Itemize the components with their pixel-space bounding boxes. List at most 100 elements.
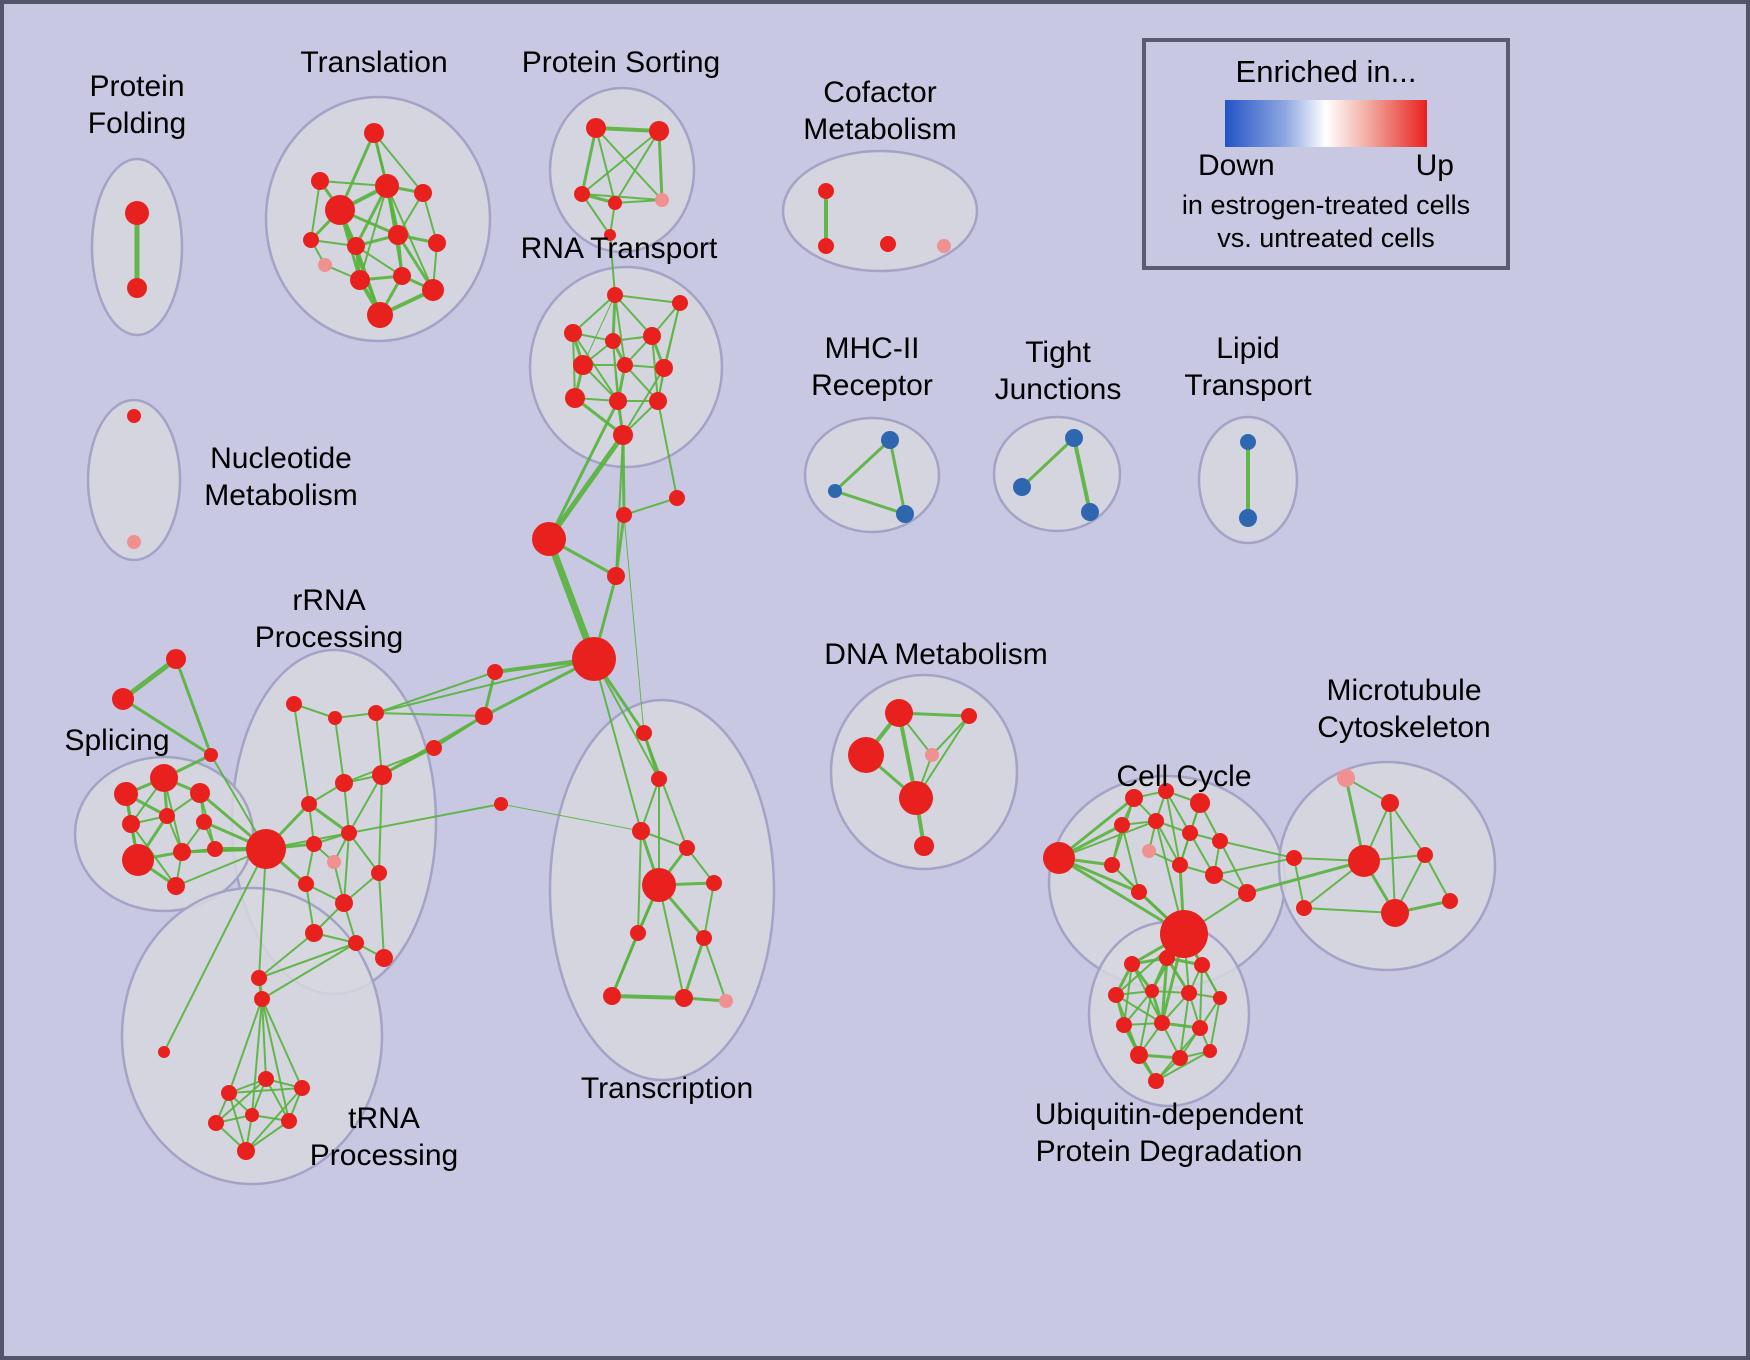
network-node-148[interactable] bbox=[1203, 1044, 1217, 1058]
network-node-127[interactable] bbox=[1238, 884, 1256, 902]
network-node-117[interactable] bbox=[1114, 817, 1130, 833]
network-node-147[interactable] bbox=[1172, 1050, 1188, 1066]
network-node-130[interactable] bbox=[1286, 850, 1302, 866]
network-node-35[interactable] bbox=[609, 392, 627, 410]
network-node-7[interactable] bbox=[303, 232, 319, 248]
network-node-43[interactable] bbox=[1065, 429, 1083, 447]
network-node-125[interactable] bbox=[1131, 884, 1147, 900]
network-node-73[interactable] bbox=[246, 829, 286, 869]
network-node-114[interactable] bbox=[1125, 789, 1143, 807]
network-node-62[interactable] bbox=[190, 783, 210, 803]
network-node-55[interactable] bbox=[426, 740, 442, 756]
network-node-145[interactable] bbox=[1192, 1020, 1208, 1036]
network-node-137[interactable] bbox=[1159, 950, 1175, 966]
network-node-10[interactable] bbox=[428, 234, 446, 252]
network-node-90[interactable] bbox=[294, 1080, 310, 1096]
network-node-129[interactable] bbox=[1381, 794, 1399, 812]
network-node-5[interactable] bbox=[375, 174, 399, 198]
network-node-68[interactable] bbox=[207, 841, 223, 857]
network-node-100[interactable] bbox=[642, 868, 676, 902]
network-node-118[interactable] bbox=[1148, 813, 1164, 829]
network-node-77[interactable] bbox=[306, 836, 322, 852]
network-node-31[interactable] bbox=[573, 355, 593, 375]
network-node-128[interactable] bbox=[1337, 769, 1355, 787]
network-node-91[interactable] bbox=[208, 1115, 224, 1131]
network-node-13[interactable] bbox=[393, 267, 411, 285]
network-node-33[interactable] bbox=[655, 359, 673, 377]
network-node-58[interactable] bbox=[112, 688, 134, 710]
network-node-53[interactable] bbox=[487, 664, 503, 680]
network-node-20[interactable] bbox=[655, 193, 669, 207]
network-node-18[interactable] bbox=[574, 186, 590, 202]
network-node-23[interactable] bbox=[818, 238, 834, 254]
network-node-103[interactable] bbox=[696, 930, 712, 946]
network-node-70[interactable] bbox=[286, 696, 302, 712]
network-node-71[interactable] bbox=[328, 711, 342, 725]
network-node-40[interactable] bbox=[881, 431, 899, 449]
network-node-0[interactable] bbox=[125, 201, 149, 225]
network-node-88[interactable] bbox=[221, 1085, 237, 1101]
network-node-108[interactable] bbox=[961, 708, 977, 724]
network-node-126[interactable] bbox=[1160, 910, 1208, 958]
network-node-29[interactable] bbox=[605, 333, 621, 349]
network-node-101[interactable] bbox=[706, 875, 722, 891]
network-node-78[interactable] bbox=[341, 825, 357, 841]
network-node-79[interactable] bbox=[327, 855, 341, 869]
network-node-106[interactable] bbox=[719, 994, 733, 1008]
network-node-133[interactable] bbox=[1296, 900, 1312, 916]
network-node-66[interactable] bbox=[122, 844, 154, 876]
network-node-144[interactable] bbox=[1154, 1015, 1170, 1031]
network-node-93[interactable] bbox=[281, 1113, 297, 1129]
network-node-59[interactable] bbox=[204, 748, 218, 762]
network-node-60[interactable] bbox=[114, 782, 138, 806]
network-node-75[interactable] bbox=[335, 774, 353, 792]
network-node-38[interactable] bbox=[127, 409, 141, 423]
network-node-14[interactable] bbox=[367, 302, 393, 328]
network-node-4[interactable] bbox=[325, 195, 355, 225]
network-node-99[interactable] bbox=[679, 840, 695, 856]
network-node-65[interactable] bbox=[196, 814, 212, 830]
network-node-112[interactable] bbox=[914, 836, 934, 856]
network-node-26[interactable] bbox=[607, 287, 623, 303]
network-node-134[interactable] bbox=[1381, 899, 1409, 927]
network-node-1[interactable] bbox=[127, 278, 147, 298]
network-node-30[interactable] bbox=[643, 327, 661, 345]
network-node-85[interactable] bbox=[375, 949, 393, 967]
network-node-92[interactable] bbox=[245, 1108, 259, 1122]
network-node-81[interactable] bbox=[335, 894, 353, 912]
network-node-107[interactable] bbox=[885, 699, 913, 727]
network-node-136[interactable] bbox=[1124, 956, 1140, 972]
network-node-15[interactable] bbox=[422, 279, 444, 301]
network-node-48[interactable] bbox=[532, 522, 566, 556]
network-node-138[interactable] bbox=[1194, 957, 1210, 973]
network-node-142[interactable] bbox=[1213, 991, 1227, 1005]
network-node-16[interactable] bbox=[586, 118, 606, 138]
network-node-113[interactable] bbox=[1043, 842, 1075, 874]
network-node-12[interactable] bbox=[350, 270, 370, 290]
network-node-89[interactable] bbox=[258, 1071, 274, 1087]
network-node-122[interactable] bbox=[1104, 857, 1120, 873]
network-node-84[interactable] bbox=[348, 935, 364, 951]
network-node-24[interactable] bbox=[880, 236, 896, 252]
network-node-42[interactable] bbox=[896, 505, 914, 523]
network-node-57[interactable] bbox=[166, 649, 186, 669]
network-node-111[interactable] bbox=[899, 781, 933, 815]
network-node-46[interactable] bbox=[1240, 434, 1256, 450]
network-node-39[interactable] bbox=[127, 535, 141, 549]
network-node-86[interactable] bbox=[251, 970, 267, 986]
network-node-80[interactable] bbox=[298, 876, 314, 892]
network-node-131[interactable] bbox=[1348, 845, 1380, 877]
network-node-135[interactable] bbox=[1442, 893, 1458, 909]
network-node-94[interactable] bbox=[237, 1142, 255, 1160]
network-node-2[interactable] bbox=[364, 123, 384, 143]
network-node-104[interactable] bbox=[603, 987, 621, 1005]
network-node-61[interactable] bbox=[150, 764, 178, 792]
network-node-28[interactable] bbox=[564, 324, 582, 342]
network-node-54[interactable] bbox=[475, 707, 493, 725]
network-node-27[interactable] bbox=[672, 295, 688, 311]
network-node-105[interactable] bbox=[675, 989, 693, 1007]
network-node-102[interactable] bbox=[630, 925, 646, 941]
network-node-110[interactable] bbox=[925, 748, 939, 762]
network-node-49[interactable] bbox=[616, 507, 632, 523]
network-node-22[interactable] bbox=[818, 183, 834, 199]
